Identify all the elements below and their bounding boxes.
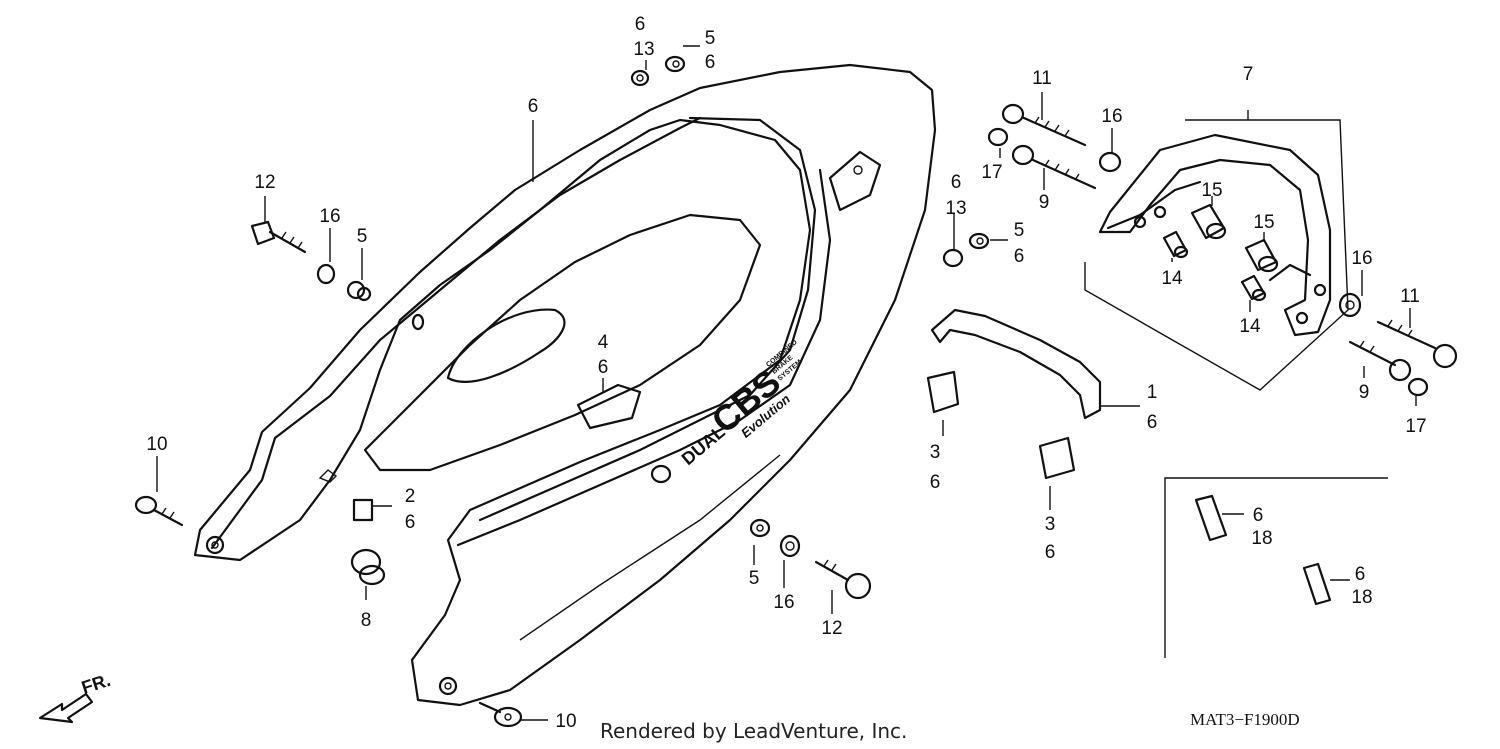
part-18-a[interactable]: [1194, 494, 1228, 542]
callout: 12: [254, 172, 275, 193]
leader-lines: [156, 45, 1417, 721]
bolt-11-top[interactable]: [1001, 103, 1087, 147]
part-18-b[interactable]: [1302, 562, 1332, 606]
part-13-collar-top[interactable]: [630, 69, 650, 87]
front-arrow: FR.: [38, 670, 113, 724]
callout: 6: [1045, 542, 1056, 563]
callout: 8: [361, 610, 372, 631]
bolt-9-right[interactable]: [1348, 340, 1412, 382]
bolt-10-bottom[interactable]: [478, 701, 523, 728]
callout: 13: [945, 198, 966, 219]
rear-cowl[interactable]: [193, 63, 937, 707]
callout: 9: [1359, 382, 1370, 403]
grab-rail-7[interactable]: [1098, 133, 1332, 337]
callout: 6: [635, 14, 646, 35]
block-3-b[interactable]: [1038, 436, 1076, 480]
bolt-12-bottom[interactable]: [814, 559, 872, 600]
callout: 5: [749, 568, 760, 589]
nut-17-right[interactable]: [1407, 377, 1429, 397]
collar-5-left[interactable]: [346, 280, 372, 302]
front-arrow-label: FR.: [79, 670, 113, 698]
callout: 16: [1351, 248, 1372, 269]
part-8-grommet[interactable]: [350, 548, 386, 586]
callout: 17: [1405, 416, 1426, 437]
trim-1[interactable]: [930, 308, 1102, 420]
callout: 6: [1253, 505, 1264, 526]
callout: 6: [598, 357, 609, 378]
collar-15-a[interactable]: [1190, 203, 1227, 240]
nut-17-left[interactable]: [987, 127, 1009, 147]
collar-5-bottom[interactable]: [749, 518, 771, 538]
callout: 6: [930, 472, 941, 493]
callout: 5: [705, 28, 716, 49]
callout: 6: [405, 512, 416, 533]
washer-16-right[interactable]: [1338, 292, 1362, 318]
callout: 7: [1243, 64, 1254, 85]
part-4-cushion[interactable]: [576, 383, 642, 430]
callout: 3: [1045, 514, 1056, 535]
callout: 6: [951, 172, 962, 193]
callout: 6: [1147, 412, 1158, 433]
bolt-12-left[interactable]: [250, 220, 307, 254]
callout: 6: [1014, 246, 1025, 267]
callout: 18: [1351, 587, 1372, 608]
callout: 10: [146, 434, 167, 455]
callout: 18: [1251, 528, 1272, 549]
bolt-9-left[interactable]: [1011, 144, 1097, 190]
callout-labels: 6 13 5 6 6 12 16 5 4 6 10 2 6 8 10 5 16 …: [146, 14, 1426, 732]
part-2-rubber[interactable]: [352, 498, 374, 522]
credit-text: Rendered by LeadVenture, Inc.: [600, 719, 907, 743]
part-5-collar-top[interactable]: [664, 55, 686, 73]
callout: 16: [1101, 106, 1122, 127]
callout: 2: [405, 486, 416, 507]
collar-15-b[interactable]: [1244, 238, 1279, 273]
callout: 6: [1355, 564, 1366, 585]
callout: 13: [633, 39, 654, 60]
callout: 16: [319, 206, 340, 227]
inset-box: [1164, 477, 1388, 658]
callout: 6: [705, 52, 716, 73]
collar-14-b[interactable]: [1240, 274, 1267, 302]
callout: 4: [598, 332, 609, 353]
collar-5-mid[interactable]: [968, 232, 990, 250]
callout: 10: [555, 711, 576, 732]
callout: 11: [1400, 286, 1420, 307]
assembly-7-frame: [1084, 119, 1349, 391]
washer-16-bottom[interactable]: [779, 534, 801, 558]
callout: 9: [1039, 192, 1050, 213]
callout: 3: [930, 442, 941, 463]
callout: 14: [1161, 268, 1183, 289]
washer-16-left[interactable]: [316, 263, 336, 285]
callout: 5: [1014, 220, 1025, 241]
callout: 15: [1201, 180, 1222, 201]
callout: 17: [981, 162, 1002, 183]
callout: 5: [357, 226, 368, 247]
block-3-a[interactable]: [926, 370, 960, 414]
callout: 6: [528, 96, 539, 117]
callout: 12: [821, 618, 842, 639]
collar-13-mid[interactable]: [942, 248, 964, 268]
bolt-11-right[interactable]: [1376, 319, 1458, 369]
collar-14-a[interactable]: [1162, 230, 1189, 259]
bolt-10-left[interactable]: [134, 495, 184, 527]
callout: 1: [1147, 382, 1158, 403]
callout: 15: [1253, 212, 1274, 233]
diagram-code: MAT3−F1900D: [1190, 710, 1300, 729]
callout: 16: [773, 592, 794, 613]
washer-16-top[interactable]: [1098, 151, 1122, 173]
callout: 14: [1239, 316, 1261, 337]
callout: 11: [1032, 68, 1052, 89]
